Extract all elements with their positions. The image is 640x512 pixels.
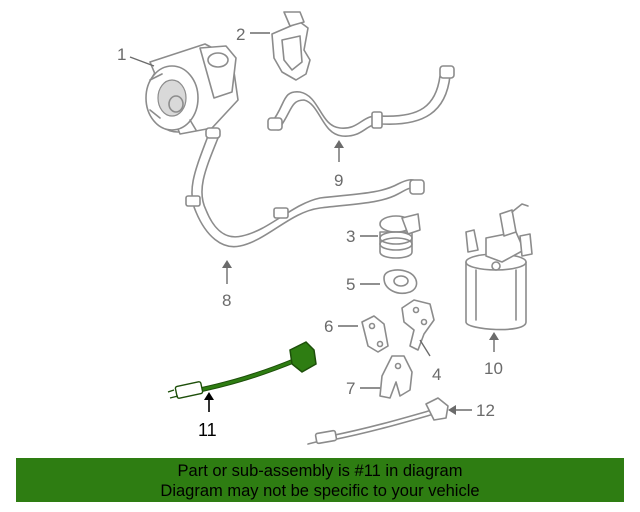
leader-1 <box>129 56 155 67</box>
callout-1: 1 <box>117 45 126 64</box>
callout-3: 3 <box>346 227 355 246</box>
callout-5: 5 <box>346 275 355 294</box>
notice-banner: Part or sub-assembly is #11 in diagram D… <box>16 458 624 502</box>
callout-7: 7 <box>346 379 355 398</box>
part-2-bracket[interactable] <box>271 11 311 81</box>
part-7-bracket[interactable] <box>379 355 413 399</box>
callout-9: 9 <box>334 171 343 190</box>
part-5-gasket[interactable] <box>383 269 418 294</box>
arrow-12 <box>448 405 456 415</box>
notice-line-2: Diagram may not be specific to your vehi… <box>160 482 480 500</box>
part-12-oxygen-sensor[interactable] <box>307 397 449 445</box>
leader-4 <box>419 339 431 357</box>
callout-11: 11 <box>198 420 217 440</box>
notice-line-1: Part or sub-assembly is #11 in diagram <box>177 462 463 480</box>
part-3-connector[interactable] <box>379 213 421 259</box>
callout-12: 12 <box>476 401 495 420</box>
part-11-oxygen-sensor[interactable] <box>167 341 317 399</box>
callout-8: 8 <box>222 291 231 310</box>
part-4-bracket[interactable] <box>401 299 435 351</box>
part-9-hose[interactable] <box>267 65 455 137</box>
arrow-8 <box>222 260 232 268</box>
callout-2: 2 <box>236 25 245 44</box>
part-6-plate[interactable] <box>361 315 389 353</box>
callout-4: 4 <box>432 365 441 384</box>
part-8-hose[interactable] <box>185 127 425 248</box>
arrow-11 <box>204 392 214 400</box>
arrow-10 <box>489 332 499 340</box>
callout-10: 10 <box>484 359 503 378</box>
callout-6: 6 <box>324 317 333 336</box>
arrow-9 <box>334 140 344 148</box>
parts-diagram: 1 2 9 8 3 5 <box>117 11 533 445</box>
part-1-air-pump[interactable] <box>145 43 239 135</box>
part-10-canister[interactable] <box>465 203 533 331</box>
